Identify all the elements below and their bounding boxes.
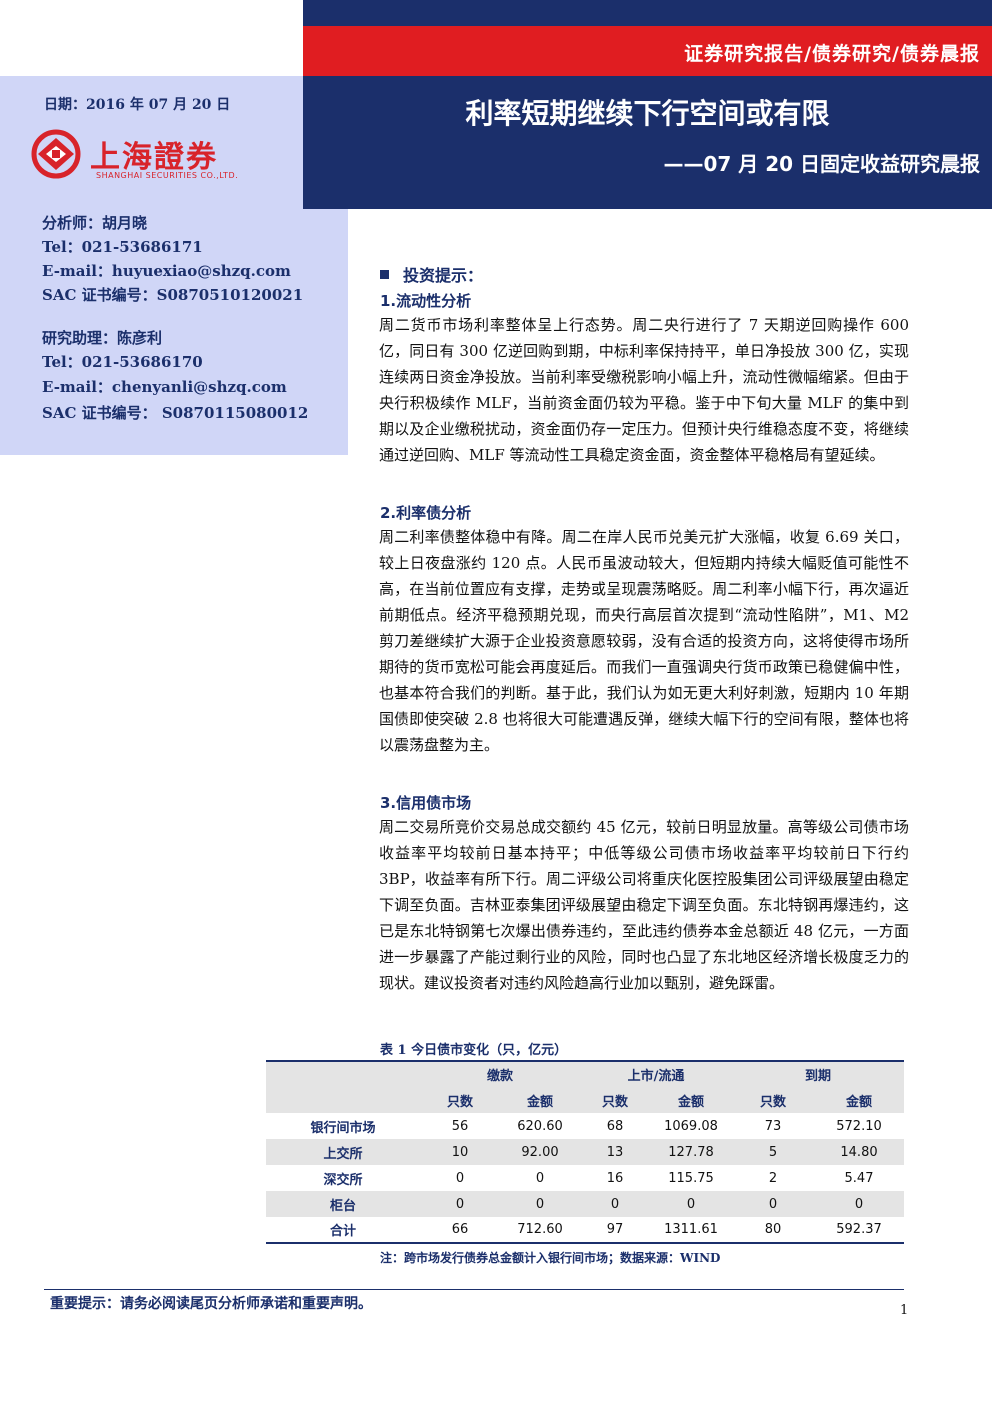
analyst-sac: SAC 证书编号：S0870510120021 [42,286,304,304]
table-cell: 66 [420,1217,500,1244]
logo-emblem-icon [31,129,81,179]
table-sub-header: 只数 金额 只数 金额 只数 金额 [266,1087,904,1113]
footer-divider [44,1289,904,1290]
assistant-sac: SAC 证书编号： S0870115080012 [42,404,309,422]
title-block: 利率短期继续下行空间或有限 ——07 月 20 日固定收益研究晨报 [303,76,992,209]
footer-notice: 重要提示：请务必阅读尾页分析师承诺和重要声明。 [50,1296,372,1312]
analyst-name: 分析师：胡月晓 [42,214,148,232]
table-cell: 0 [814,1191,904,1217]
rate-bond-heading: 2.利率债分析 [380,504,472,522]
table-cell: 1069.08 [664,1118,718,1134]
table-cell: 73 [764,1118,782,1134]
subheader-amount: 金额 [500,1087,580,1113]
table-cell: 620.60 [517,1118,563,1134]
table-cell: 5.47 [844,1170,874,1186]
analyst-tel: Tel：021-53686171 [42,238,203,256]
table-group-header: 缴款 上市/流通 到期 [266,1060,904,1087]
table-cell: 68 [606,1118,624,1134]
table-cell: 592.37 [814,1217,904,1244]
table-row: 银行间市场 56 620.60 68 1069.08 73 572.10 [266,1113,904,1139]
table-cell: 1311.61 [650,1217,732,1244]
report-subtitle: ——07 月 20 日固定收益研究晨报 [663,152,980,176]
assistant-name: 研究助理：陈彦利 [42,329,163,347]
subheader-count: 只数 [732,1087,814,1113]
row-label: 上交所 [266,1139,420,1165]
page-number: 1 [900,1303,909,1318]
table-cell: 115.75 [668,1170,714,1186]
category-bar: 证券研究报告/债券研究/债券晨报 [303,26,992,76]
subheader-count: 只数 [420,1087,500,1113]
table-cell: 14.80 [814,1139,904,1165]
table-cell: 80 [732,1217,814,1244]
table-cell: 0 [732,1191,814,1217]
liquidity-heading: 1.流动性分析 [380,292,472,310]
section-heading-text: 投资提示： [403,266,484,285]
company-logo: 上海證券 SHANGHAI SECURITIES CO.,LTD. [30,126,290,186]
date-logo-panel: 日期：2016 年 07 月 20 日 上海證券 SHANGHAI SECURI… [0,76,303,209]
table-cell: 712.60 [500,1217,580,1244]
credit-bond-paragraph: 周二交易所竞价交易总成交额约 45 亿元，较前日明显放量。高等级公司债市场收益率… [379,818,909,992]
table-cell: 127.78 [650,1139,732,1165]
logo-english-name: SHANGHAI SECURITIES CO.,LTD. [96,171,239,180]
report-title: 利率短期继续下行空间或有限 [465,97,830,130]
table-cell: 13 [580,1139,650,1165]
table-cell: 97 [580,1217,650,1244]
bond-market-table: 缴款 上市/流通 到期 只数 金额 只数 金额 只数 金额 银行间市场 56 6… [266,1060,904,1244]
header-top-band [303,0,992,26]
report-date: 日期：2016 年 07 月 20 日 [44,97,231,113]
table-corner [266,1060,420,1087]
table-cell: 0 [650,1191,732,1217]
assistant-email: E-mail：chenyanli@shzq.com [42,378,287,396]
table-cell: 2 [768,1170,778,1186]
credit-bond-heading: 3.信用债市场 [380,794,472,812]
table-cell: 0 [580,1191,650,1217]
subheader-amount: 金额 [650,1087,732,1113]
row-label: 银行间市场 [310,1120,376,1136]
rate-bond-paragraph: 周二利率债整体稳中有降。周二在岸人民币兑美元扩大涨幅，收复 6.69 关口，较上… [379,528,909,754]
row-label: 柜台 [266,1191,420,1217]
table-row: 深交所 0 0 16 115.75 2 5.47 [266,1165,904,1191]
table-cell: 5 [732,1139,814,1165]
row-label: 合计 [266,1217,420,1244]
table-note: 注：跨市场发行债券总金额计入银行间市场；数据来源：WIND [380,1251,721,1265]
table-row: 柜台 0 0 0 0 0 0 [266,1191,904,1217]
analyst-info-panel: 分析师：胡月晓 Tel：021-53686171 E-mail：huyuexia… [0,209,348,455]
analyst-email: E-mail：huyuexiao@shzq.com [42,262,291,280]
table-cell: 16 [606,1170,624,1186]
row-label: 深交所 [323,1172,363,1188]
section-heading: 投资提示： [380,262,483,286]
group-header-listing: 上市/流通 [580,1060,732,1087]
group-header-maturity: 到期 [732,1060,904,1087]
table-cell: 572.10 [836,1118,882,1134]
liquidity-paragraph: 周二货币市场利率整体呈上行态势。周二央行进行了 7 天期逆回购操作 600 亿，… [379,316,909,464]
table-cell: 0 [535,1170,545,1186]
report-category: 证券研究报告/债券研究/债券晨报 [684,43,980,65]
table-row: 合计 66 712.60 97 1311.61 80 592.37 [266,1217,904,1244]
table-corner-2 [266,1087,420,1113]
logo-wordmark: 上海證券 [90,140,218,175]
table-row: 上交所 10 92.00 13 127.78 5 14.80 [266,1139,904,1165]
table-cell: 92.00 [500,1139,580,1165]
table-caption: 表 1 今日债市变化（只，亿元） [380,1043,568,1058]
table-cell: 0 [455,1170,465,1186]
subheader-count: 只数 [580,1087,650,1113]
bullet-square-icon [380,270,389,279]
table-cell: 0 [420,1191,500,1217]
table-cell: 10 [420,1139,500,1165]
assistant-tel: Tel：021-53686170 [42,353,203,371]
table-cell: 0 [500,1191,580,1217]
table-cell: 56 [451,1118,469,1134]
subheader-amount: 金额 [814,1087,904,1113]
group-header-payment: 缴款 [420,1060,580,1087]
